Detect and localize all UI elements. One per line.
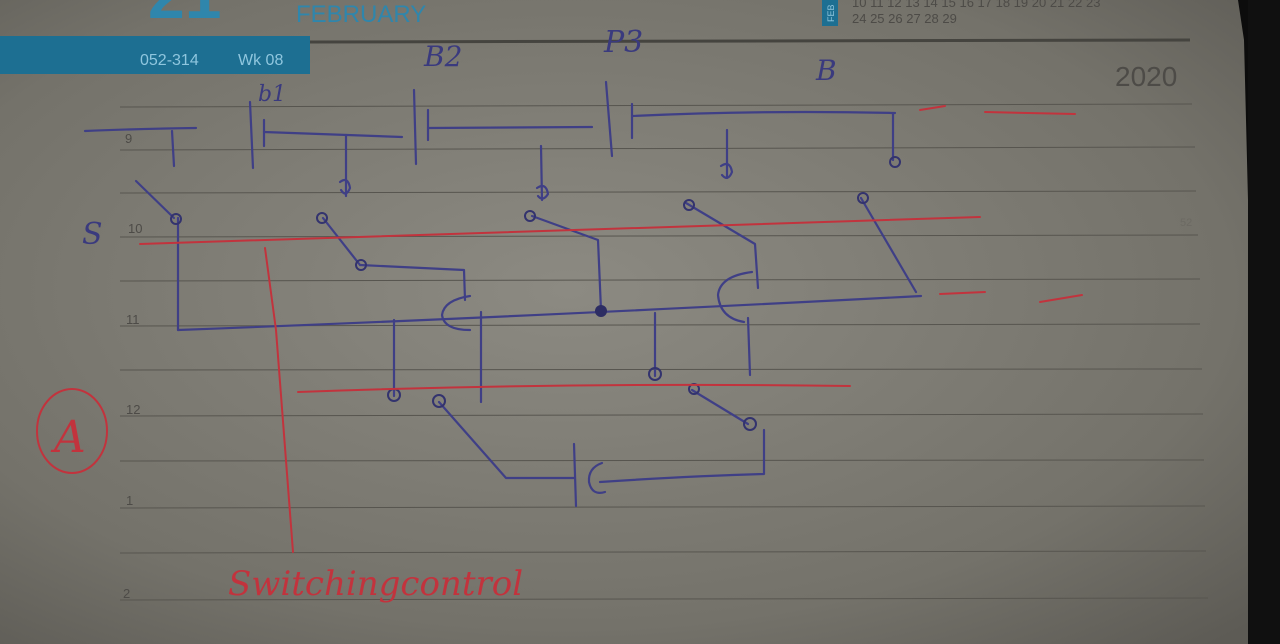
circled-a-ring xyxy=(36,388,108,474)
time-label-10: 10 xyxy=(128,221,142,236)
date-header: 21 FEBRUARY 052-314 Wk 08 2020 FEB 10 11… xyxy=(0,0,1191,92)
label-p3: P3 xyxy=(603,25,643,60)
mini-calendar-tab xyxy=(822,0,838,26)
time-label-12: 12 xyxy=(126,402,140,417)
time-label-1: 1 xyxy=(126,493,133,508)
label-switching-control: Switchingcontrol xyxy=(228,564,523,604)
label-s: S xyxy=(82,217,103,252)
circuit-drawing xyxy=(83,80,923,508)
week-number: Wk 08 xyxy=(238,52,283,69)
mini-calendar-row-1: 10 11 12 13 14 15 16 17 18 19 20 21 22 2… xyxy=(852,0,1100,10)
header-blue-band xyxy=(0,36,310,74)
mini-calendar-side-label: FEB xyxy=(826,4,836,22)
dark-page-edge xyxy=(1248,0,1280,644)
label-b2: B2 xyxy=(423,40,462,73)
day-number: 21 xyxy=(148,0,221,32)
margin-mark-right: 52 xyxy=(1180,217,1192,229)
mini-calendar-row-2: 24 25 26 27 28 29 xyxy=(852,11,957,26)
handwritten-labels: b1 B2 P3 B S A Switchingcontrol xyxy=(50,25,837,604)
label-circled-a: A xyxy=(50,412,86,463)
day-code: 052-314 xyxy=(140,52,199,69)
time-label-11: 11 xyxy=(126,312,140,327)
time-label-2: 2 xyxy=(123,586,130,601)
time-label-9: 9 xyxy=(125,131,132,146)
header-rule xyxy=(309,38,1191,44)
label-b4: B xyxy=(815,54,837,87)
time-labels: 9 10 11 12 1 2 52 xyxy=(123,131,1192,601)
year: 2020 xyxy=(1115,61,1177,92)
month-name: FEBRUARY xyxy=(296,1,426,28)
label-b1: b1 xyxy=(258,82,286,107)
red-ink-lines xyxy=(36,105,1083,553)
